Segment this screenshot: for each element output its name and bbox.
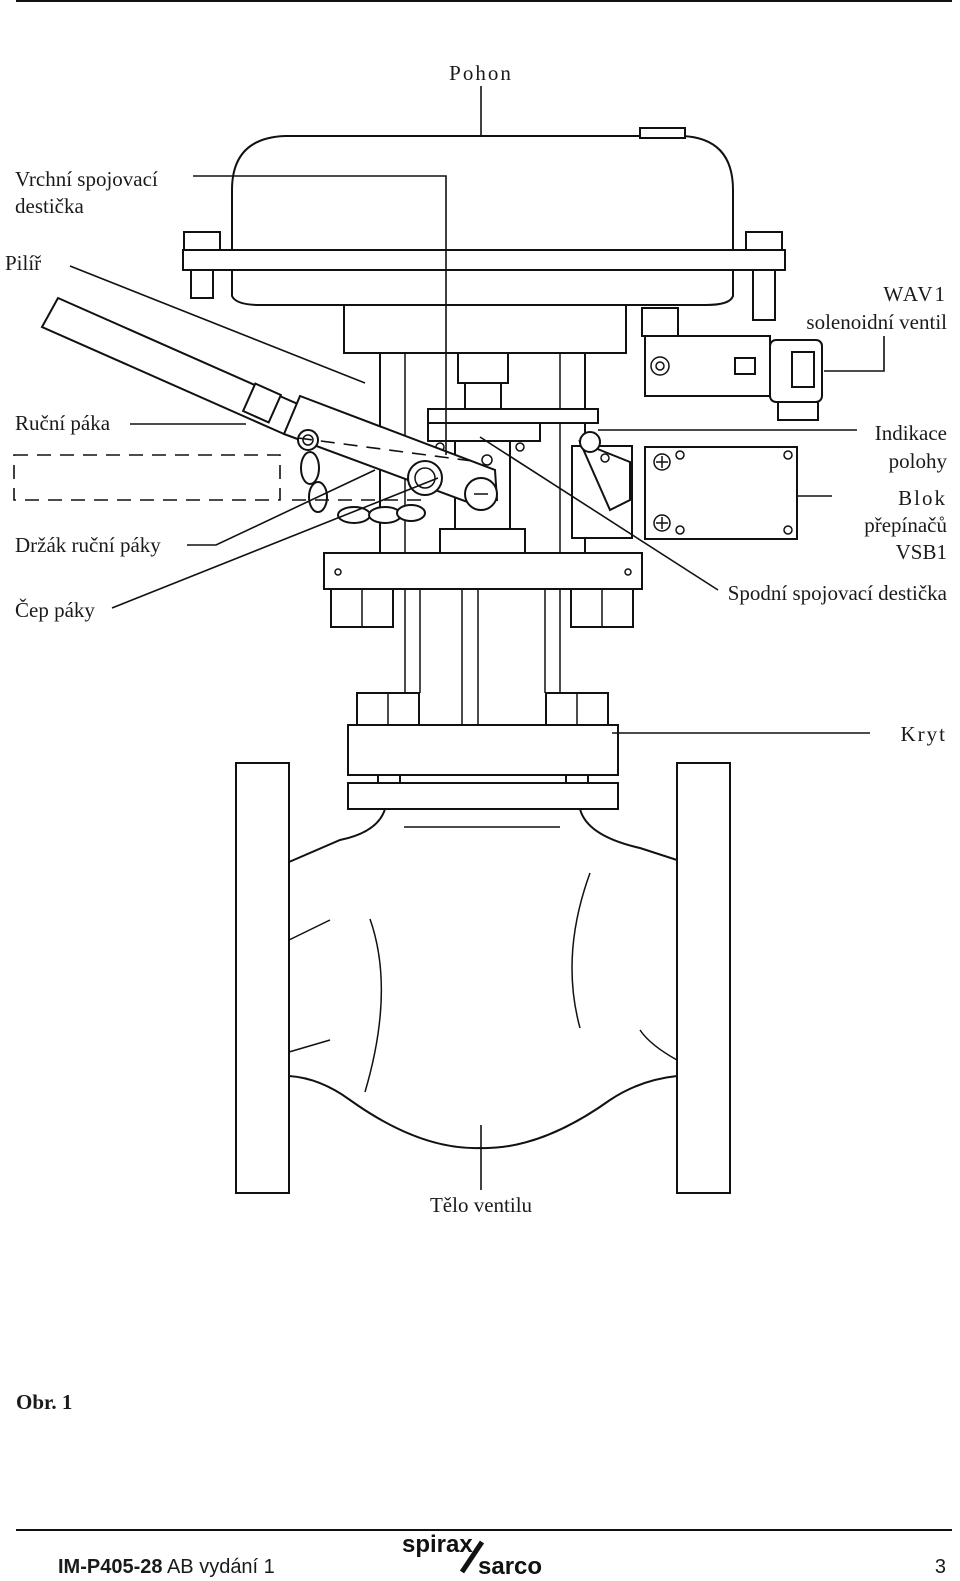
label-blok-3: VSB1 [896, 540, 947, 564]
valve-actuator-diagram: Pohon Vrchní spojovací destička Pilíř WA… [5, 0, 952, 1217]
valve-body [235, 762, 731, 1194]
label-cep: Čep páky [15, 598, 95, 622]
doc-code: IM-P405-28 [58, 1556, 163, 1578]
wav1-solenoid [641, 307, 823, 421]
label-kryt: Kryt [901, 722, 948, 746]
dashed-lever-position [13, 437, 481, 501]
label-pohon: Pohon [449, 61, 513, 85]
logo-spirax: spirax [402, 1531, 473, 1558]
switch-box-vsb1 [571, 431, 798, 540]
lower-connector [323, 528, 643, 725]
labels: Pohon Vrchní spojovací destička Pilíř WA… [5, 61, 948, 1217]
label-telo: Tělo ventilu [430, 1193, 533, 1217]
label-drzak: Držák ruční páky [15, 533, 161, 557]
label-vrchni-2: destička [15, 194, 84, 218]
bonnet [347, 692, 619, 810]
label-wav1-1: WAV1 [883, 282, 947, 306]
figure-caption: Obr. 1 [16, 1390, 73, 1414]
label-spodni: Spodní spojovací destička [728, 581, 948, 605]
label-blok-2: přepínačů [864, 513, 947, 537]
label-wav1-2: solenoidní ventil [806, 310, 947, 334]
lever-chain [300, 451, 426, 524]
label-indikace-1: Indikace [875, 421, 947, 445]
spirax-sarco-logo: spirax sarco [402, 1531, 542, 1578]
page-number: 3 [934, 1556, 946, 1578]
label-indikace-2: polohy [889, 449, 948, 473]
label-blok-1: Blok [898, 486, 947, 510]
actuator-housing [182, 127, 786, 321]
label-pilir: Pilíř [5, 251, 41, 275]
label-rucni-paka: Ruční páka [15, 411, 111, 435]
logo-sarco: sarco [478, 1553, 542, 1578]
label-vrchni-1: Vrchní spojovací [15, 167, 158, 191]
footer-document-id: IM-P405-28 AB vydání 1 [58, 1556, 275, 1579]
leader-lines [69, 86, 885, 1190]
footer-divider [16, 1529, 952, 1531]
doc-edition: AB vydání 1 [162, 1556, 275, 1578]
